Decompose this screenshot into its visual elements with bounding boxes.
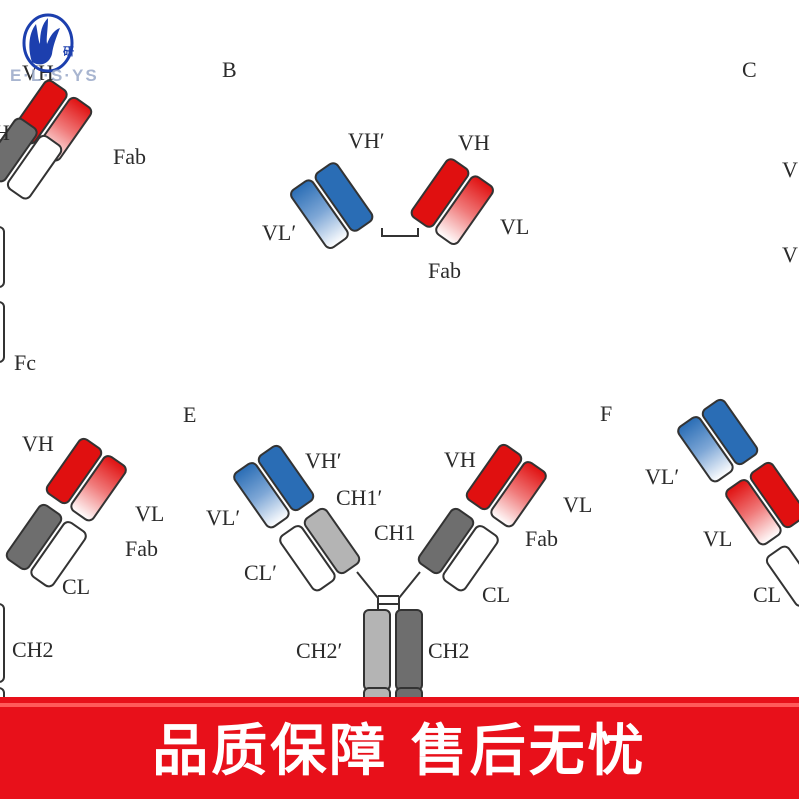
label-vh-prime: VH′ [348, 128, 385, 153]
panel-c: C V V [742, 57, 798, 267]
banner-text: 品质保障 售后无忧 [152, 719, 647, 784]
domain-ch2-prime [363, 609, 391, 691]
domain-vl-prime [677, 416, 734, 483]
label-fab: Fab [525, 526, 558, 551]
label-ch1-prime: CH1′ [336, 485, 382, 510]
domain-ch2-partial [0, 603, 5, 683]
label-cl: CL [753, 582, 781, 607]
domain-vl [490, 461, 547, 528]
domain-vl [435, 175, 494, 245]
promo-banner [0, 697, 799, 799]
domain-vl [725, 479, 782, 546]
label-vh: VH [444, 447, 476, 472]
domain-ch1 [5, 503, 63, 571]
domain-vh-prime [257, 444, 315, 512]
label-ch1: CH1 [374, 520, 416, 545]
hinge [356, 571, 421, 612]
panel-b: B VH′ VH VL′ VL Fab [222, 57, 529, 283]
domain-ch2 [395, 609, 423, 691]
label-vh: VH [22, 431, 54, 456]
label-vl: VL [703, 526, 732, 551]
domain-vh [465, 443, 523, 511]
domain-cl-prime [279, 525, 336, 592]
domain-ch3-partial [0, 301, 5, 363]
panel-d: VH VL Fab CL CH2 [0, 431, 164, 709]
panel-letter-c: C [742, 57, 757, 82]
hand-logo-icon: 研 [22, 13, 74, 73]
label-cl-prime: CL′ [244, 560, 277, 585]
domain-cl-partial [765, 545, 799, 607]
label-fc: Fc [14, 350, 36, 375]
domain-vh-prime [701, 398, 759, 466]
label-cl: CL [482, 582, 510, 607]
domain-ch1 [417, 507, 475, 575]
domain-vh [749, 461, 799, 529]
logo-glyph: 研 [63, 45, 74, 58]
label-fab: Fab [428, 258, 461, 283]
panel-f: F VL′ VL CL [600, 398, 799, 607]
label-ch2: CH2 [12, 637, 54, 662]
panel-a: VH H Fab Fc [0, 60, 146, 375]
domain-ch1-prime [303, 507, 361, 575]
label-vl-prime: VL′ [206, 505, 240, 530]
domain-ch2-partial [0, 226, 5, 288]
label-v2: V [782, 242, 798, 267]
panel-letter-e: E [183, 402, 196, 427]
label-vl: VL [135, 501, 164, 526]
label-fab: Fab [113, 144, 146, 169]
label-h-partial: H [0, 120, 10, 145]
label-vl-prime: VL′ [645, 464, 679, 489]
label-ch2-prime: CH2′ [296, 638, 342, 663]
domain-vh [45, 437, 103, 505]
domain-ch1 [0, 117, 38, 183]
panel-letter-f: F [600, 401, 612, 426]
brand-logo: 研 [6, 10, 126, 92]
label-vl: VL [500, 214, 529, 239]
domain-vl [70, 455, 127, 522]
domain-cl [442, 525, 499, 592]
domain-cl [30, 521, 87, 588]
label-vl-prime: VL′ [262, 220, 296, 245]
domain-vh [410, 158, 470, 228]
domain-cl [6, 134, 63, 200]
label-cl: CL [62, 574, 90, 599]
domain-vl-prime [233, 462, 290, 529]
panel-letter-b: B [222, 57, 237, 82]
label-vh-prime: VH′ [305, 448, 342, 473]
label-vh: VH [458, 130, 490, 155]
banner-strip [0, 703, 799, 707]
domain-vh-prime [314, 162, 374, 232]
label-v1: V [782, 157, 798, 182]
watermark-text: E·L·S·YS [10, 66, 99, 85]
label-vl: VL [563, 492, 592, 517]
linker [381, 228, 419, 237]
domain-vl-prime [290, 179, 349, 249]
label-fab: Fab [125, 536, 158, 561]
panel-e: E VH′ VL′ CH1′ CL′ VH VL C [183, 402, 592, 729]
label-ch2: CH2 [428, 638, 470, 663]
